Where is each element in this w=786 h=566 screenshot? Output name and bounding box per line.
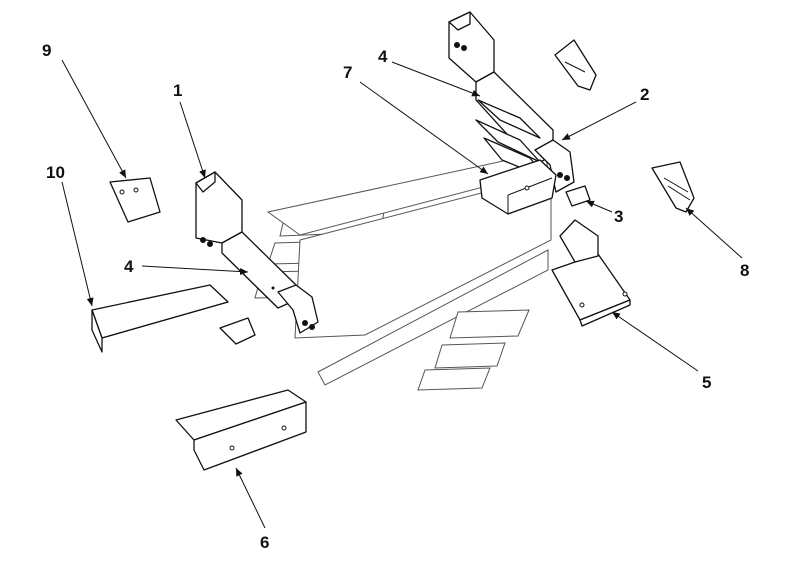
callout-10: 10	[46, 163, 65, 182]
callout-8: 8	[740, 261, 749, 280]
leader-10	[61, 181, 94, 307]
small-bracket-center-left	[219, 317, 256, 345]
leader-7	[359, 81, 489, 175]
callout-labels: 1 2 3 4 4 5 6 7 8 9 10	[42, 41, 749, 552]
part-8-bracket	[651, 161, 695, 213]
leader-5	[611, 311, 699, 372]
leader-3	[585, 200, 613, 213]
leader-9	[61, 59, 127, 179]
callout-2: 2	[640, 85, 649, 104]
part-5-box-bracket	[551, 219, 631, 327]
part-9-bracket	[109, 177, 161, 223]
leader-1	[179, 101, 206, 179]
callout-9: 9	[42, 41, 51, 60]
leader-6	[235, 467, 266, 529]
part-6-tray	[175, 389, 307, 471]
leader-4b	[141, 265, 249, 276]
callout-4a: 4	[378, 47, 388, 66]
part-10-tray	[91, 284, 229, 353]
leader-8	[685, 207, 743, 259]
small-bracket-top-right	[554, 39, 597, 91]
part-1-bracket	[195, 171, 319, 334]
leader-2	[561, 101, 637, 141]
callout-3: 3	[614, 207, 623, 226]
callout-4b: 4	[124, 257, 134, 276]
leader-4a	[391, 61, 481, 97]
part-3-plate	[565, 185, 591, 207]
leader-lines	[61, 59, 743, 529]
callout-6: 6	[260, 533, 269, 552]
callout-5: 5	[702, 373, 711, 392]
part-7-bracket	[479, 159, 557, 215]
callout-1: 1	[173, 81, 182, 100]
callout-7: 7	[343, 63, 352, 82]
